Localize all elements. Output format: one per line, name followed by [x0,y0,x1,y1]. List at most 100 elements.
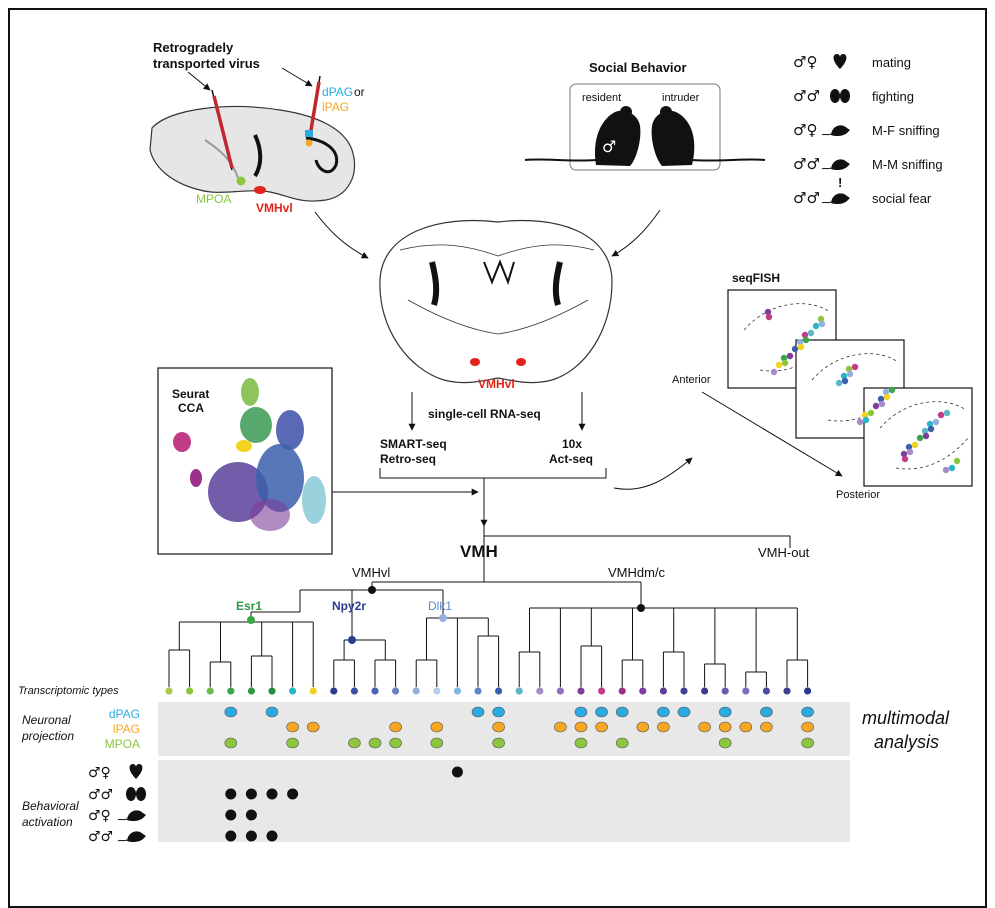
projection-dot [698,721,711,733]
seqfish-label: seqFISH [732,271,780,285]
resident-mouse-icon: ♂ [524,106,641,166]
behavior-sex-symbols: ♂♀ [793,121,817,139]
dendrogram [168,607,809,687]
projection-dot [657,721,670,733]
seqfish-dot [926,420,934,428]
behavior-label: fighting [872,89,914,104]
activation-panel [158,760,850,842]
vmh-out-label: VMH-out [758,545,810,560]
figure-canvas: Retrogradely transported virus dPAG or l… [18,40,973,842]
behavior-label: mating [872,55,911,70]
smartseq-label-2: Retro-seq [380,452,436,466]
dpag-label: dPAG [322,85,353,99]
dlk1-label: Dlk1 [428,599,452,613]
seurat-label-2: CCA [178,401,204,415]
projection-dot [492,721,505,733]
seqfish-dot [878,400,886,408]
rnaseq-label: single-cell RNA-seq [428,407,541,421]
projection-dot [286,721,299,733]
vmhvl-label-sagittal: VMHvl [256,201,293,215]
seqfish-dot [841,377,849,385]
activation-sex-symbols: ♂♀ [88,808,111,824]
leaf-type-dot [804,687,812,695]
leaf-type-dot [309,687,317,695]
seqfish-dot [888,386,896,394]
dpag-row-label: dPAG [109,707,140,721]
projection-dot [471,706,485,718]
vmhvl-tree-label: VMHvl [352,565,390,580]
lpag-row-label: lPAG [113,722,140,736]
vmhvl-label-coronal: VMHvl [478,377,515,391]
leaf-type-dot [453,687,461,695]
seqfish-dot [770,368,778,376]
projection-dot [554,721,567,733]
leaf-type-dot [186,687,194,695]
leaf-type-dot [762,687,771,695]
seqfish-dot [780,354,788,362]
leaf-type-dot [227,687,235,695]
activation-label-2: activation [22,815,73,829]
seqfish-dot [851,363,859,371]
top-tree [299,526,791,636]
seqfish-dot [801,331,809,339]
projection-dot [615,706,629,718]
virus-label-1: Retrogradely [153,40,234,55]
leaf-type-dot [330,687,338,695]
seqfish-dot [911,441,919,449]
seqfish-dot [856,418,864,426]
leaf-type-dot [783,687,791,695]
posterior-label: Posterior [836,489,880,501]
behavior-sex-symbols: ♂♀ [793,53,817,71]
leaf-type-dot [680,687,688,695]
projection-dot [718,721,732,733]
scared-mouse-icon [821,193,850,205]
projection-dot [760,706,773,718]
projection-dot [677,706,691,718]
leaf-type-dot [618,687,626,695]
leaf-type-dot [659,687,668,695]
projection-dot [224,706,238,718]
projection-dot [718,706,732,718]
projection-dot [492,737,505,749]
npy2r-label: Npy2r [332,599,366,613]
seqfish-dot [937,411,945,419]
seqfish-dot [927,425,935,433]
seqfish-dot [932,418,940,426]
seqfish-dot [901,455,909,463]
projection-dot [224,737,238,749]
behavior-sex-symbols: ♂♂ [793,87,820,105]
leaf-type-dot [515,687,523,695]
vmhdmc-tree-label: VMHdm/c [608,565,666,580]
projection-dot [430,737,444,749]
projection-label-1: Neuronal [22,713,71,727]
leaf-type-dot [289,687,297,695]
smartseq-label-1: SMART-seq [380,437,447,451]
projection-dot [760,721,773,733]
projection-dot [636,721,650,733]
seqfish-dot [818,320,826,328]
leaf-type-dot [495,687,503,695]
seqfish-dot [905,443,913,451]
behavior-sex-symbols: ♂♂ [793,155,820,173]
heart-icon [833,54,847,69]
activation-dot [245,788,257,800]
leaf-type-dot [536,687,544,695]
sagittal-brain [149,75,356,202]
seqfish-dot [846,370,854,378]
projection-dots [224,706,814,749]
behavior-sex-symbols: ♂♂ [793,189,820,207]
leaf-type-dot [350,687,358,695]
seqfish-dot [872,402,880,410]
seurat-label-1: Seurat [172,387,209,401]
tenx-label-1: 10x [562,437,582,451]
leaf-type-dot [412,687,420,695]
behavior-legend: ♂♀mating♂♂fighting♂♀M-F sniffing♂♂M-M sn… [793,53,943,207]
activation-sex-symbols: ♂♀ [88,765,111,781]
leaf-type-dot [598,687,606,695]
projection-dot [718,737,732,749]
projection-dot [265,706,279,718]
mpoa-row-label: MPOA [105,737,140,751]
or-label: or [354,85,365,99]
projection-label-2: projection [21,729,74,743]
seqfish-dot [812,322,820,330]
